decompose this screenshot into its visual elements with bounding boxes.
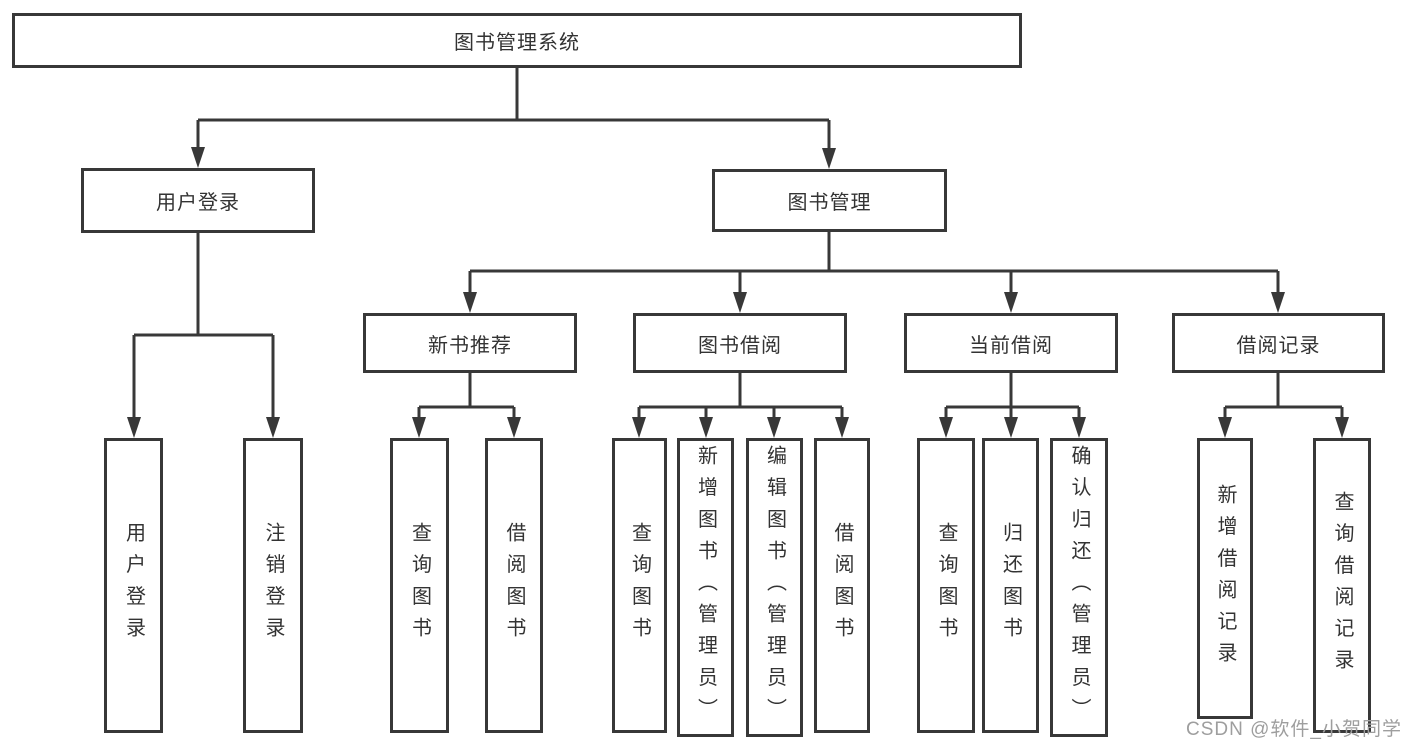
leaf-confirm-return-admin-label: 确认归还（管理员）	[1068, 445, 1090, 730]
leaf-query-books-current: 查询图书	[917, 438, 975, 733]
node-user-login: 用户登录	[81, 168, 315, 233]
leaf-logout-login: 注销登录	[243, 438, 303, 733]
node-user-login-label: 用户登录	[156, 192, 240, 214]
leaf-edit-books-admin: 编辑图书（管理员）	[746, 438, 803, 737]
leaf-borrow-books-borrowing: 借阅图书	[814, 438, 870, 733]
leaf-add-books-admin-label: 新增图书（管理员）	[694, 445, 717, 730]
leaf-borrow-books-recommend-label: 借阅图书	[503, 522, 525, 649]
leaf-add-borrow-record-label: 新增借阅记录	[1214, 483, 1236, 674]
leaf-return-books: 归还图书	[982, 438, 1039, 733]
node-new-book-recommendation-label: 新书推荐	[428, 334, 512, 357]
node-new-book-recommendation: 新书推荐	[363, 313, 577, 373]
node-current-borrowing-label: 当前借阅	[969, 334, 1053, 357]
node-book-management-label: 图书管理	[787, 192, 872, 214]
leaf-query-books-current-label: 查询图书	[935, 522, 957, 649]
leaf-add-books-admin: 新增图书（管理员）	[677, 438, 734, 737]
leaf-query-books-borrowing-label: 查询图书	[628, 522, 651, 649]
leaf-logout-login-label: 注销登录	[262, 522, 284, 649]
leaf-return-books-label: 归还图书	[999, 522, 1022, 649]
leaf-add-borrow-record: 新增借阅记录	[1197, 438, 1253, 719]
node-current-borrowing: 当前借阅	[904, 313, 1118, 373]
watermark-text: CSDN @软件_小贺同学	[1186, 719, 1402, 740]
leaf-query-borrow-record: 查询借阅记录	[1313, 438, 1371, 733]
node-borrowing-records: 借阅记录	[1172, 313, 1385, 373]
node-root-label: 图书管理系统	[454, 32, 580, 54]
leaf-confirm-return-admin: 确认归还（管理员）	[1050, 438, 1108, 737]
node-book-borrowing: 图书借阅	[633, 313, 847, 373]
node-book-borrowing-label: 图书借阅	[698, 334, 782, 357]
leaf-user-login-label: 用户登录	[122, 522, 145, 649]
leaf-query-books-recommend: 查询图书	[390, 438, 449, 733]
leaf-query-borrow-record-label: 查询借阅记录	[1331, 490, 1353, 681]
leaf-borrow-books-borrowing-label: 借阅图书	[831, 522, 853, 649]
node-book-management: 图书管理	[712, 169, 947, 232]
leaf-query-books-recommend-label: 查询图书	[408, 522, 431, 649]
leaf-borrow-books-recommend: 借阅图书	[485, 438, 543, 733]
leaf-edit-books-admin-label: 编辑图书（管理员）	[763, 445, 786, 730]
leaf-user-login: 用户登录	[104, 438, 163, 733]
node-root: 图书管理系统	[12, 13, 1022, 68]
leaf-query-books-borrowing: 查询图书	[612, 438, 667, 733]
node-borrowing-records-label: 借阅记录	[1236, 334, 1321, 357]
arrowheads	[127, 147, 1349, 438]
